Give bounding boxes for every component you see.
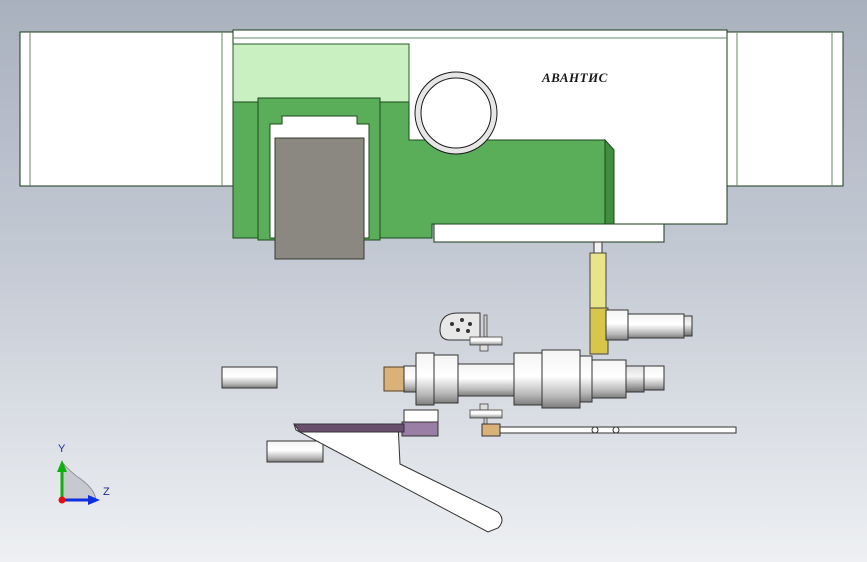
bar-left-lower[interactable] [266,440,324,463]
brand-label: АВАНТИС [542,70,608,85]
main-shaft[interactable] [383,349,665,409]
y-axis-label: Y [58,443,66,455]
bar-left-upper[interactable] [221,366,278,389]
purple-clamp[interactable] [401,409,439,437]
cam-part[interactable] [439,312,481,341]
z-axis-label: Z [103,486,110,498]
long-rod[interactable] [481,423,737,437]
gray-slider-block[interactable] [274,137,365,260]
lever-arm[interactable] [293,423,503,533]
pin-upper[interactable] [469,314,503,352]
orientation-triad[interactable] [57,460,100,505]
pin-lower[interactable] [469,403,503,429]
round-boss[interactable] [414,71,498,155]
x-axis-dot [58,496,66,504]
yellow-linkage[interactable] [589,241,693,355]
